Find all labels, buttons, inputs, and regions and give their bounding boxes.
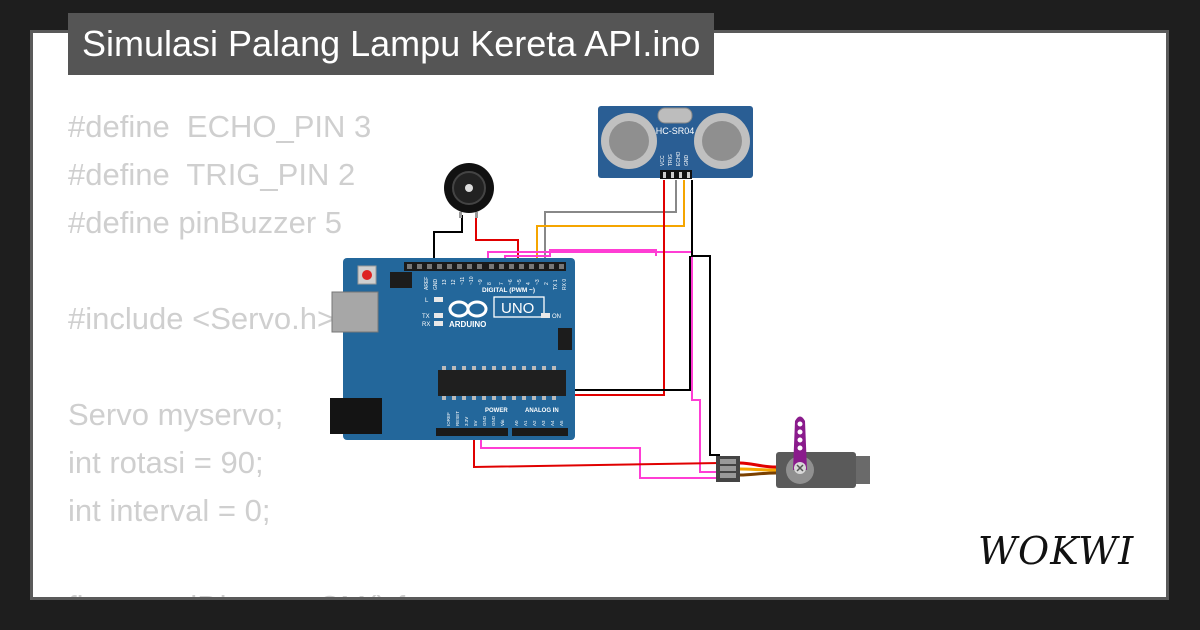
digital-pin-label: AREF [424,277,430,290]
usb-port [331,291,379,333]
servo-motor[interactable] [716,416,870,489]
arduino-brand-label: ARDUINO [449,320,486,329]
wire-pink-a [487,251,720,473]
servo-arm[interactable] [793,416,807,471]
digital-pin-label: 12 [451,279,457,285]
analog-pin-label: A4 [550,420,555,426]
code-preview: #define ECHO_PIN 3 #define TRIG_PIN 2 #d… [68,103,406,597]
wire-servo-vcc [473,430,721,469]
arduino-model-label: UNO [501,300,534,317]
digital-header [404,262,566,271]
power-jack [330,398,382,434]
analog-header [512,428,568,436]
power-pin-label: GND [482,415,487,426]
digital-pin-label: ~11 [460,277,466,285]
analog-header-label: ANALOG IN [525,408,559,414]
code-line: int rotasi = 90; [68,445,264,480]
code-line: #define pinBuzzer 5 [68,205,343,240]
wire-echo [544,180,677,265]
power-pin-label: Vin [500,419,505,426]
wire-pink-c [480,430,718,479]
code-line: float readDistanceCM() { [68,589,406,597]
digital-pin-label: TX 1 [553,279,559,290]
wire-buzzer-signal [475,215,519,265]
on-led-label: ON [552,314,561,320]
digital-pin-label: GND [433,279,439,291]
power-pin-label: 3.3V [464,417,469,426]
ultrasonic-sensor[interactable]: HC-SR04 VCC TRIG ECHO GND [598,106,753,179]
analog-pin-label: A3 [541,420,546,426]
wire-buzzer-gnd [433,215,463,265]
power-header-label: POWER [485,408,508,414]
code-line: #define ECHO_PIN 3 [68,109,372,144]
digital-header-label: DIGITAL (PWM ~) [482,287,535,294]
sensor-pin-label: VCC [660,155,666,166]
l-led-label: L [425,298,429,304]
code-line: #include <Servo.h> [68,301,336,336]
digital-pin-label: ~6 [508,279,514,285]
tx-led-label: TX [422,314,430,320]
wire-sensor-gnd [691,180,720,456]
sensor-pin-label: GND [684,155,690,167]
digital-pin-label: ~9 [478,279,484,285]
power-header [436,428,508,436]
power-pin-label: 5V [473,420,478,426]
microcontroller-chip [438,370,566,396]
power-pin-label: RESET [455,411,460,426]
digital-pin-label: ~10 [469,276,475,285]
digital-pin-label: 4 [526,282,532,285]
code-line: int interval = 0; [68,493,271,528]
wokwi-logo-text: WOKWI [978,529,1134,573]
digital-pin-label: RX 0 [562,279,568,290]
digital-pin-label: 2 [544,282,550,285]
arduino-infinity-icon [448,300,488,318]
wire-trig [536,180,685,265]
arduino-uno-board[interactable]: AREF GND 13 12 ~11 ~10 ~9 8 7 ~6 ~5 4 ~3… [330,258,575,440]
sensor-pin-label: ECHO [676,151,682,166]
power-pin-label: GND [491,415,496,426]
buzzer[interactable] [444,163,494,218]
digital-pin-label: 13 [442,279,448,285]
code-line: Servo myservo; [68,397,284,432]
page-title: Simulasi Palang Lampu Kereta API.ino [68,13,715,75]
digital-pin-label: 7 [499,282,505,285]
sensor-pin-label: TRIG [668,154,674,166]
digital-pin-label: ~3 [535,279,541,285]
digital-pin-label: 8 [487,282,493,285]
analog-pin-label: A1 [523,420,528,426]
rx-led-label: RX [422,322,430,328]
digital-pin-label: ~5 [517,279,523,285]
wokwi-logo: WOKWI [978,529,1134,573]
wire-pink-b [504,249,657,265]
power-pin-label: IOREF [446,412,451,426]
analog-pin-label: A2 [532,420,537,426]
analog-pin-label: A0 [514,420,519,426]
analog-pin-label: A5 [559,420,564,426]
code-line: #define TRIG_PIN 2 [68,157,356,192]
sensor-model-label: HC-SR04 [656,126,695,136]
